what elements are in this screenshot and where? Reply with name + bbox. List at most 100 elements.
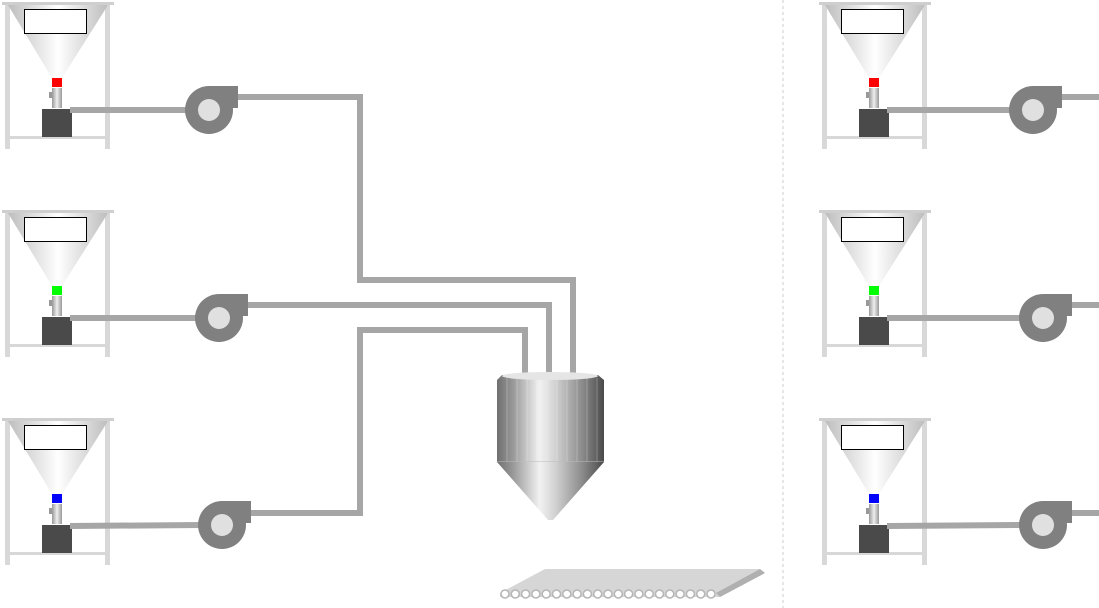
hopper-frame-top bbox=[2, 2, 114, 5]
hopper-unit-left-3 bbox=[2, 418, 251, 565]
status-indicator bbox=[869, 286, 879, 295]
conveyor-roller bbox=[572, 589, 582, 599]
feeder-motor[interactable] bbox=[859, 317, 889, 345]
hopper-level-display bbox=[24, 9, 87, 34]
hopper-frame-top bbox=[819, 418, 931, 421]
status-indicator bbox=[869, 78, 879, 87]
blower[interactable] bbox=[185, 86, 238, 134]
hopper-frame-leg bbox=[105, 4, 110, 149]
hopper-frame-leg bbox=[922, 4, 927, 149]
hopper-frame-leg bbox=[822, 4, 827, 149]
hopper-frame-leg bbox=[922, 420, 927, 565]
conveyor-roller bbox=[603, 589, 613, 599]
hopper-nozzle bbox=[52, 88, 62, 108]
hopper[interactable] bbox=[2, 2, 114, 149]
hopper-frame-leg bbox=[5, 4, 10, 149]
blower[interactable] bbox=[195, 294, 248, 342]
hopper-unit-left-1 bbox=[2, 2, 238, 149]
hopper-frame-top bbox=[819, 2, 931, 5]
hopper-frame-leg bbox=[822, 420, 827, 565]
hopper-frame-leg bbox=[822, 212, 827, 357]
hopper[interactable] bbox=[2, 210, 114, 357]
hopper-frame-base bbox=[8, 552, 108, 555]
hopper-frame-base bbox=[8, 136, 108, 139]
conveyor-roller bbox=[510, 589, 521, 599]
nozzle-valve bbox=[866, 508, 869, 514]
feeder-motor[interactable] bbox=[42, 109, 72, 137]
hopper-frame-base bbox=[825, 136, 925, 139]
conveyor-roller bbox=[665, 589, 675, 599]
status-indicator bbox=[869, 494, 879, 503]
nozzle-valve bbox=[49, 300, 52, 306]
hopper-nozzle bbox=[869, 88, 879, 108]
hopper-frame-top bbox=[2, 210, 114, 213]
status-indicator bbox=[52, 78, 62, 87]
hopper-frame-base bbox=[825, 344, 925, 347]
conveyor-roller bbox=[706, 589, 716, 599]
blower[interactable] bbox=[1009, 86, 1062, 134]
blower[interactable] bbox=[1019, 294, 1072, 342]
pipe-line-1 bbox=[236, 94, 576, 376]
hopper-frame-base bbox=[825, 552, 925, 555]
blower-impeller bbox=[211, 514, 233, 536]
conveyor-roller bbox=[500, 589, 510, 599]
hopper-level-display bbox=[841, 217, 904, 242]
conveyor-roller bbox=[562, 589, 572, 599]
status-indicator bbox=[52, 494, 62, 503]
hopper-frame-leg bbox=[5, 420, 10, 565]
hopper-nozzle bbox=[869, 504, 879, 524]
nozzle-valve bbox=[866, 92, 869, 98]
conveyor-roller bbox=[541, 589, 551, 599]
feeder-motor[interactable] bbox=[42, 317, 72, 345]
blower[interactable] bbox=[198, 501, 251, 549]
belt-conveyor[interactable] bbox=[500, 569, 765, 599]
conveyor-roller bbox=[644, 589, 654, 599]
hopper-frame-base bbox=[8, 344, 108, 347]
status-indicator bbox=[52, 286, 62, 295]
hopper-frame-leg bbox=[922, 212, 927, 357]
hopper-unit-right-3 bbox=[819, 418, 1072, 565]
hopper-level-display bbox=[841, 9, 904, 34]
hopper[interactable] bbox=[2, 418, 114, 565]
hopper-nozzle bbox=[52, 296, 62, 316]
hopper-frame-leg bbox=[105, 420, 110, 565]
conveyor-roller bbox=[634, 589, 644, 599]
conveying-pipes bbox=[236, 94, 1099, 516]
conveyor-roller bbox=[654, 589, 665, 599]
hopper-frame-top bbox=[819, 210, 931, 213]
hopper-level-display bbox=[24, 425, 87, 450]
feeder-motor[interactable] bbox=[859, 109, 889, 137]
hopper-nozzle bbox=[52, 504, 62, 524]
hopper[interactable] bbox=[819, 418, 931, 565]
blower-impeller bbox=[198, 99, 220, 121]
conveyor-roller bbox=[695, 589, 706, 599]
feeder-motor[interactable] bbox=[42, 525, 72, 553]
conveyor-roller bbox=[685, 589, 696, 599]
hopper[interactable] bbox=[819, 210, 931, 357]
hopper-level-display bbox=[24, 217, 87, 242]
feed-pipe bbox=[69, 522, 203, 529]
hopper-frame-top bbox=[2, 418, 114, 421]
hopper-frame-leg bbox=[5, 212, 10, 357]
nozzle-valve bbox=[49, 508, 52, 514]
conveyor-roller bbox=[613, 589, 624, 599]
blower-impeller bbox=[1032, 514, 1054, 536]
conveyor-roller bbox=[582, 589, 593, 599]
conveyor-roller bbox=[531, 589, 541, 599]
hopper-unit-right-1 bbox=[819, 2, 1062, 149]
conveyor-roller bbox=[592, 589, 603, 599]
feed-pipe bbox=[886, 522, 1024, 529]
blower[interactable] bbox=[1019, 501, 1072, 549]
pipe-line-3 bbox=[249, 327, 528, 516]
nozzle-valve bbox=[49, 92, 52, 98]
conveyor-roller bbox=[520, 589, 531, 599]
hopper-frame-leg bbox=[105, 212, 110, 357]
feeder-motor[interactable] bbox=[859, 525, 889, 553]
hopper-level-display bbox=[841, 425, 904, 450]
hopper[interactable] bbox=[819, 2, 931, 149]
blower-impeller bbox=[1032, 307, 1054, 329]
hopper-unit-right-2 bbox=[819, 210, 1072, 357]
conveyor-roller bbox=[675, 589, 685, 599]
mixer-silo[interactable] bbox=[497, 372, 604, 520]
